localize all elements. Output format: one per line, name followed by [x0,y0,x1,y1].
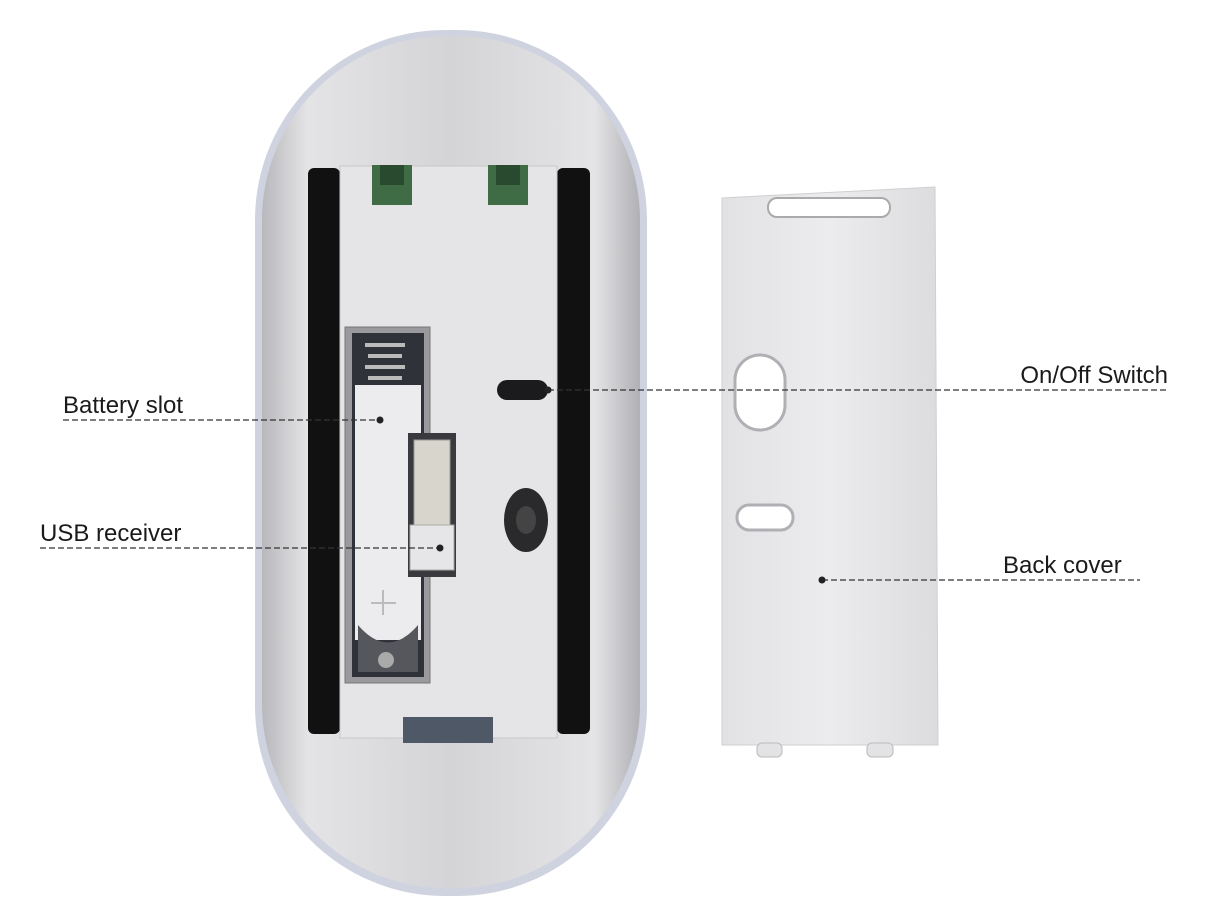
usb-receiver-label: USB receiver [40,520,182,547]
battery-slot-label: Battery slot [63,392,184,419]
left-rubber-strip [308,168,340,734]
back-cover [721,186,939,758]
on-off-switch [497,380,548,400]
leader-dot [436,544,444,552]
right-rubber-strip [557,168,590,734]
back-cover-label: Back cover [1003,552,1122,579]
on-off-switch-label: On/Off Switch [1020,362,1168,389]
bottom-tab [403,717,493,743]
usb-receiver [408,433,456,577]
leader-dot [376,416,384,424]
leader-dot [544,386,552,394]
battery-compartment [344,326,431,684]
leader-dot [818,576,826,584]
mouse-body [255,30,647,896]
